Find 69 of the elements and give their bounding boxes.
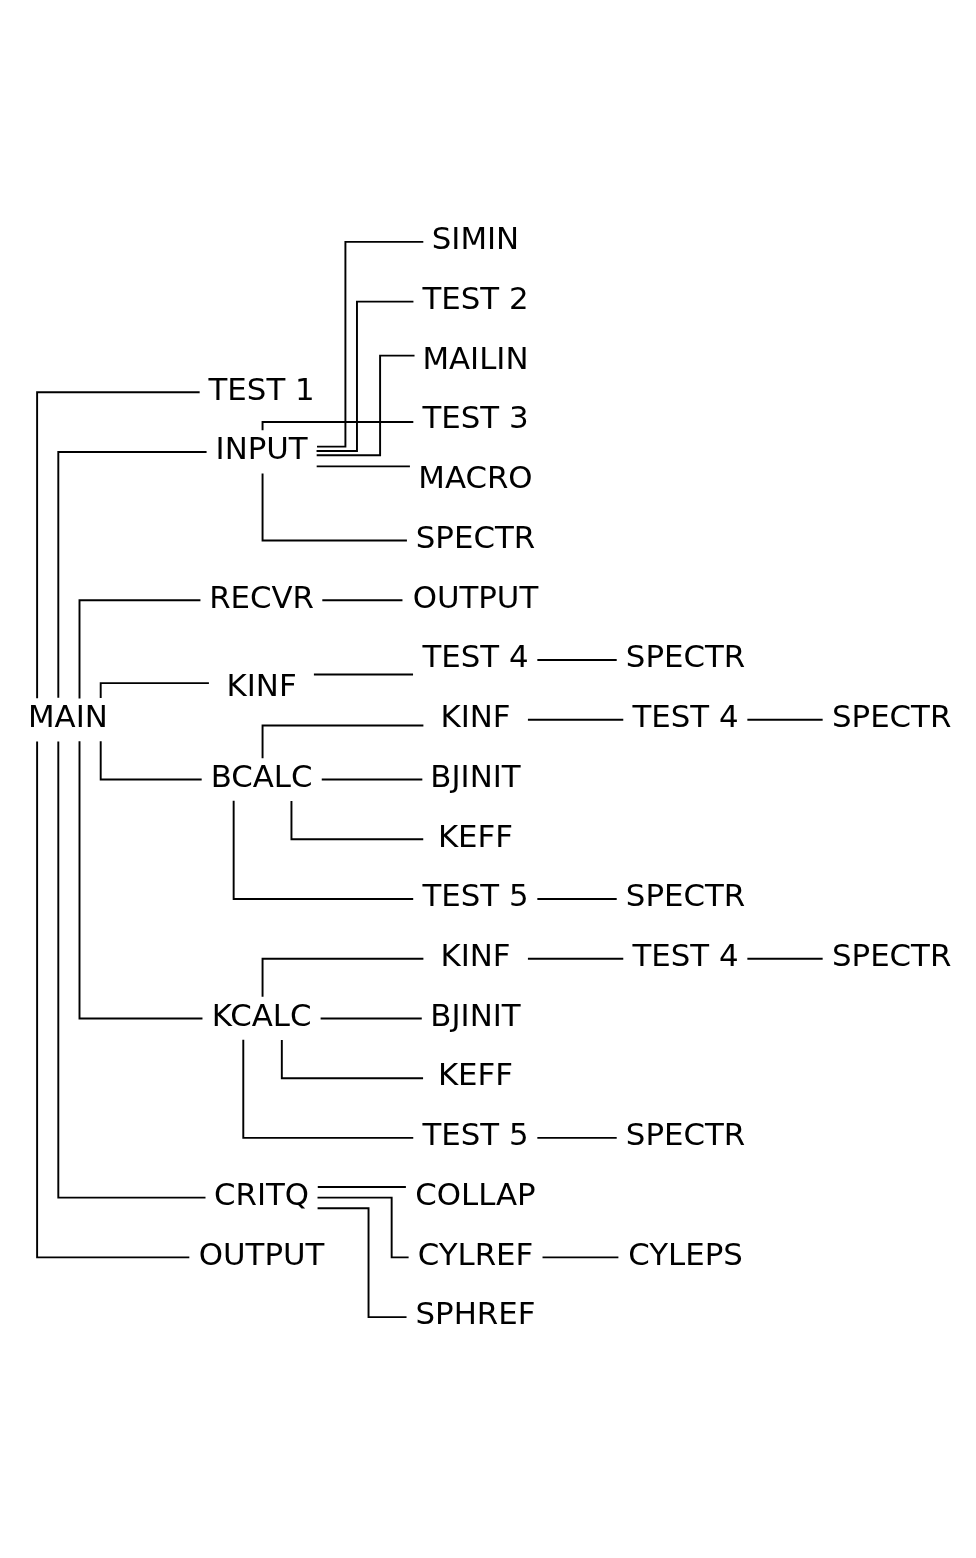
connector — [541, 1255, 620, 1258]
connector — [316, 240, 425, 448]
node-text: SPECTR — [832, 936, 952, 973]
node-text: CYLEPS — [628, 1235, 743, 1272]
node-text: SPECTR — [832, 697, 952, 734]
connector — [526, 718, 625, 721]
connector — [280, 1038, 425, 1079]
connector — [315, 300, 415, 452]
connector — [312, 673, 414, 675]
node-text: SPECTR — [415, 518, 536, 555]
connector — [746, 718, 824, 721]
connector — [526, 957, 625, 960]
node-text: MAILIN — [422, 339, 529, 376]
node-text: SPECTR — [625, 637, 746, 674]
node-text: TEST 2 — [422, 279, 529, 316]
node-text: MACRO — [418, 458, 533, 495]
connector — [78, 739, 204, 1019]
node-text: KCALC — [211, 996, 312, 1033]
node-text: CRITQ — [214, 1175, 310, 1212]
connector — [261, 957, 425, 998]
node-text: TEST 5 — [422, 1115, 529, 1152]
connector — [746, 957, 824, 960]
connector — [315, 354, 416, 456]
node-text: TEST 4 — [632, 697, 739, 734]
connector — [536, 658, 618, 661]
node-text: KINF — [440, 936, 511, 973]
node-text: TEST 3 — [422, 398, 529, 435]
connector — [319, 1016, 423, 1019]
node-text: TEST 1 — [208, 370, 315, 407]
node-text: BJINIT — [430, 757, 521, 794]
connector — [36, 740, 191, 1258]
node-text: OUTPUT — [412, 578, 539, 615]
connector — [78, 598, 202, 699]
node-text: KEFF — [437, 817, 514, 854]
connector — [36, 390, 201, 699]
connector — [242, 1038, 415, 1139]
connector — [232, 799, 415, 900]
node-text: KINF — [226, 666, 297, 703]
node-text: MAIN — [28, 697, 108, 734]
node-text: INPUT — [215, 429, 308, 466]
node-text: COLLAP — [415, 1175, 536, 1212]
connector — [316, 1206, 408, 1318]
node-text: TEST 4 — [422, 637, 529, 674]
connector — [316, 1185, 407, 1188]
connector — [261, 724, 425, 759]
connector — [57, 740, 207, 1199]
connector — [290, 799, 425, 840]
connector — [315, 464, 411, 467]
node-text: SPHREF — [415, 1294, 536, 1331]
connector — [321, 598, 404, 601]
node-text: TEST 4 — [632, 936, 739, 973]
node-text: SPECTR — [625, 876, 746, 913]
connector — [261, 471, 408, 542]
node-text: KINF — [440, 697, 511, 734]
node-text: TEST 5 — [422, 876, 529, 913]
node-text: KEFF — [437, 1055, 514, 1092]
node-text: OUTPUT — [198, 1235, 325, 1272]
connector — [536, 1136, 618, 1139]
node-text: CYLREF — [417, 1235, 534, 1272]
connector — [99, 739, 203, 780]
connector — [536, 897, 618, 900]
connector — [57, 450, 208, 699]
connector — [99, 681, 210, 699]
node-text: SIMIN — [431, 219, 520, 256]
node-text: BCALC — [210, 757, 313, 794]
node-text: SPECTR — [625, 1115, 746, 1152]
node-text: BJINIT — [430, 996, 521, 1033]
node-text: RECVR — [209, 578, 315, 615]
connector — [320, 778, 424, 780]
